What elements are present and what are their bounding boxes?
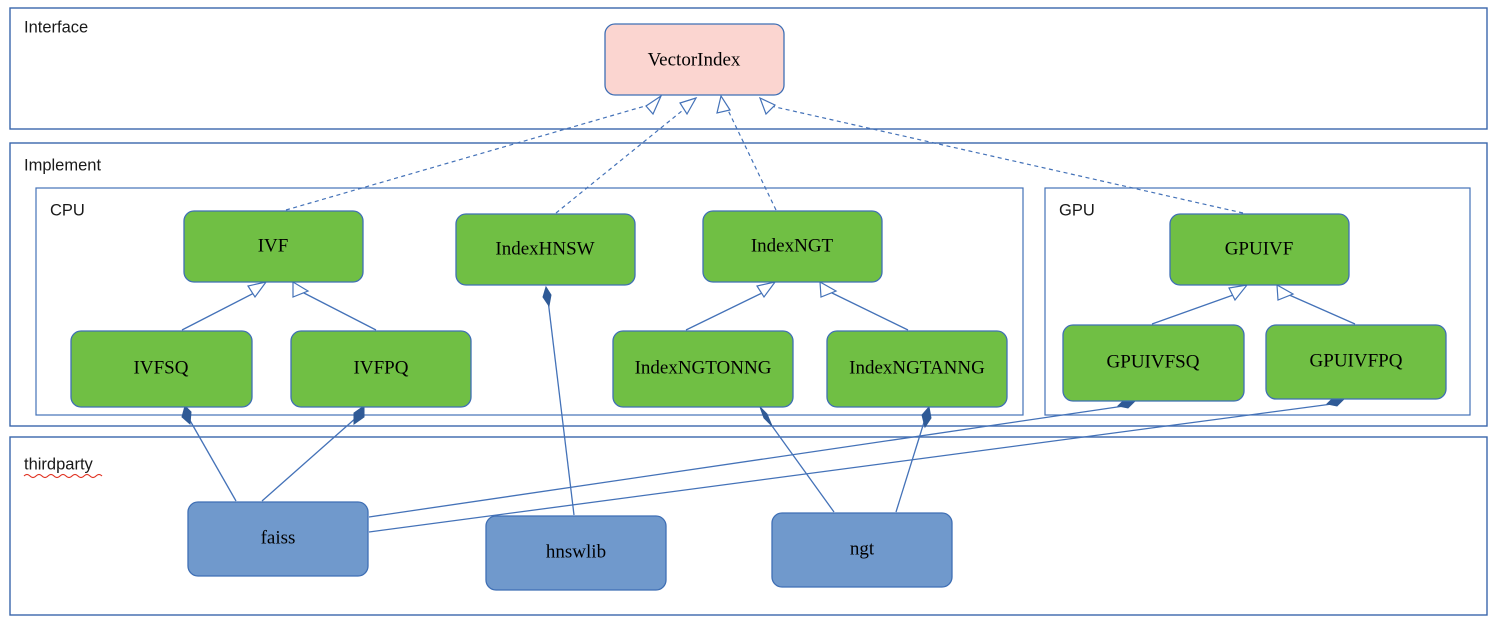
node-indexngtonng-label: IndexNGTONNG (635, 357, 772, 378)
node-ivfpq-label: IVFPQ (354, 357, 409, 378)
edge-line (685, 291, 765, 331)
node-vectorindex-box (604, 23, 785, 96)
edge-line (1286, 293, 1356, 325)
node-gpuivfsq-label: GPUIVFSQ (1107, 351, 1200, 372)
node-faiss[interactable]: faiss (187, 501, 369, 577)
edge-indexngtonng-to-indexngt[interactable] (685, 281, 777, 331)
node-ivfpq-box (290, 330, 472, 408)
node-indexngt-label: IndexNGT (751, 235, 834, 256)
node-gpuivfpq-label: GPUIVFPQ (1310, 350, 1403, 371)
node-indexhnsw-label: IndexHNSW (495, 238, 594, 259)
node-faiss-label: faiss (261, 527, 296, 548)
hollow-triangle-arrow-icon (756, 281, 777, 299)
node-ivf-label: IVF (258, 235, 289, 256)
node-ivf[interactable]: IVF (183, 210, 364, 283)
filled-diamond-icon (542, 285, 552, 308)
edge-line (301, 291, 377, 331)
node-gpuivfsq-box (1062, 324, 1245, 402)
edge-line (766, 418, 835, 513)
edge-line (829, 291, 909, 331)
hollow-triangle-arrow-icon (716, 94, 731, 114)
edge-line (1151, 293, 1237, 325)
node-indexngtanng-box (826, 330, 1008, 408)
node-hnswlib[interactable]: hnswlib (485, 515, 667, 591)
hollow-triangle-arrow-icon (292, 280, 310, 298)
node-vectorindex-label: VectorIndex (648, 49, 741, 70)
node-indexngtonng-box (612, 330, 794, 408)
node-ivfsq-box (70, 330, 253, 408)
node-gpuivf[interactable]: GPUIVF (1169, 213, 1350, 286)
group-thirdparty-label: thirdparty (24, 455, 94, 473)
filled-diamond-icon (353, 405, 365, 425)
edge-line (285, 103, 653, 211)
edge-ivf-to-vectorindex[interactable] (285, 94, 663, 211)
edge-ngt-to-indexngtanng[interactable] (895, 405, 932, 513)
edge-gpuivfsq-to-gpuivf[interactable] (1151, 284, 1249, 325)
edge-line (261, 416, 358, 502)
node-gpuivfsq[interactable]: GPUIVFSQ (1062, 324, 1245, 402)
hollow-triangle-arrow-icon (247, 281, 268, 299)
node-ngt-box (771, 512, 953, 588)
hollow-triangle-arrow-icon (645, 94, 663, 116)
edge-line (555, 105, 689, 214)
hollow-triangle-arrow-icon (819, 280, 838, 298)
edge-line (181, 291, 257, 331)
group-interface-label: Interface (24, 18, 88, 36)
edge-indexngtanng-to-indexngt[interactable] (819, 280, 909, 331)
node-indexhnsw[interactable]: IndexHNSW (455, 213, 636, 286)
edge-faiss-to-ivfpq[interactable] (261, 405, 365, 502)
edge-ivfpq-to-ivf[interactable] (292, 280, 377, 331)
node-ngt[interactable]: ngt (771, 512, 953, 588)
node-hnswlib-box (485, 515, 667, 591)
node-indexngtonng[interactable]: IndexNGTONNG (612, 330, 794, 408)
node-indexngtanng-label: IndexNGTANNG (849, 357, 985, 378)
node-ivfpq[interactable]: IVFPQ (290, 330, 472, 408)
node-ngt-label: ngt (850, 538, 875, 559)
hollow-triangle-arrow-icon (1276, 283, 1295, 301)
node-hnswlib-label: hnswlib (546, 541, 606, 562)
filled-diamond-icon (181, 405, 192, 426)
edge-indexngt-to-vectorindex[interactable] (716, 94, 777, 211)
hollow-triangle-arrow-icon (1228, 284, 1249, 302)
node-gpuivfpq-box (1265, 324, 1447, 400)
node-ivfsq[interactable]: IVFSQ (70, 330, 253, 408)
edge-gpuivfpq-to-gpuivf[interactable] (1276, 283, 1356, 325)
edge-gpuivf-to-vectorindex[interactable] (758, 96, 1244, 214)
edge-indexhnsw-to-vectorindex[interactable] (555, 96, 698, 214)
node-faiss-box (187, 501, 369, 577)
edge-ivfsq-to-ivf[interactable] (181, 281, 268, 331)
hollow-triangle-arrow-icon (758, 96, 777, 116)
node-indexngt[interactable]: IndexNGT (702, 210, 883, 283)
edge-hnswlib-to-indexhnsw[interactable] (542, 285, 575, 516)
node-indexhnsw-box (455, 213, 636, 286)
edge-ngt-to-indexngtonng[interactable] (759, 406, 835, 513)
edge-line (770, 105, 1244, 214)
edge-faiss-to-ivfsq[interactable] (181, 405, 237, 502)
edge-line (368, 403, 1333, 533)
node-indexngt-box (702, 210, 883, 283)
group-implement-label: Implement (24, 156, 101, 174)
node-gpuivf-label: GPUIVF (1225, 238, 1294, 259)
edge-line (187, 416, 237, 502)
node-gpuivfpq[interactable]: GPUIVFPQ (1265, 324, 1447, 400)
filled-diamond-icon (759, 406, 773, 427)
edge-line (368, 405, 1125, 518)
hollow-triangle-arrow-icon (679, 96, 698, 116)
spellcheck-squiggle-icon (23, 473, 103, 479)
group-gpu-label: GPU (1059, 201, 1095, 219)
node-indexngtanng[interactable]: IndexNGTANNG (826, 330, 1008, 408)
node-ivfsq-label: IVFSQ (134, 357, 189, 378)
node-gpuivf-box (1169, 213, 1350, 286)
node-vectorindex[interactable]: VectorIndex (604, 23, 785, 96)
edge-line (547, 299, 575, 516)
filled-diamond-icon (921, 405, 932, 429)
node-ivf-box (183, 210, 364, 283)
edge-line (895, 418, 926, 513)
group-cpu-label: CPU (50, 201, 85, 219)
